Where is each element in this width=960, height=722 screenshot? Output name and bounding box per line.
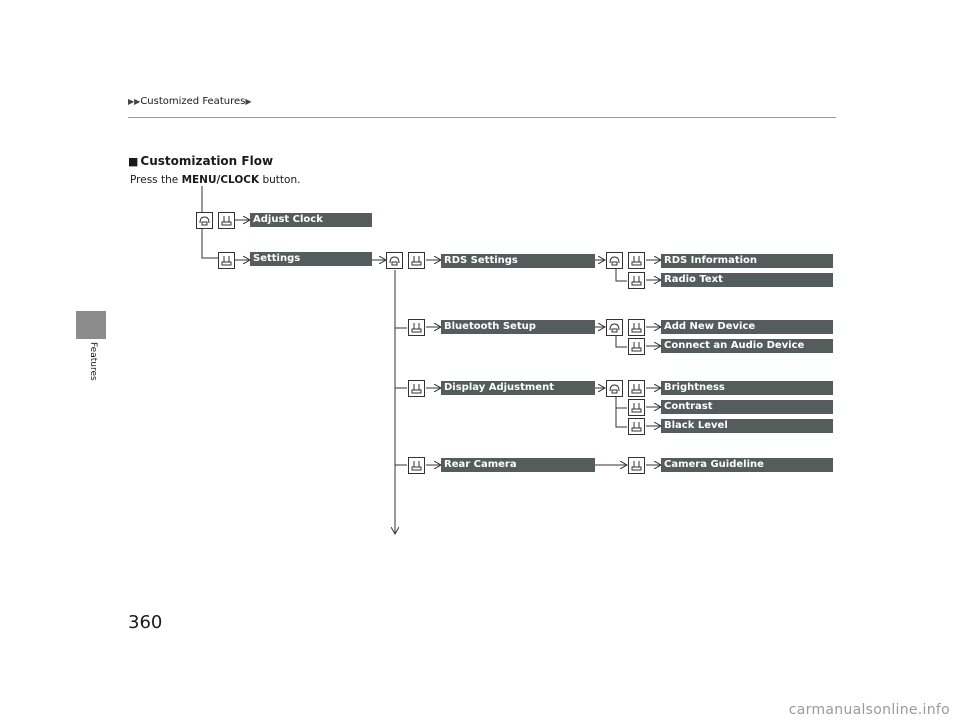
chapter-label: Features (88, 342, 98, 381)
breadcrumb-arrow-icon: ▶ (245, 97, 252, 106)
rotate-knob-icon (606, 319, 623, 336)
menu-rds-information: RDS Information (661, 254, 833, 268)
breadcrumb-item: Customized Features (140, 96, 246, 107)
menu-bluetooth-setup: Bluetooth Setup (441, 320, 595, 334)
menu-clock-button-name: MENU/CLOCK (181, 174, 260, 186)
menu-rear-camera: Rear Camera (441, 458, 595, 472)
menu-connect-audio-device: Connect an Audio Device (661, 339, 833, 353)
rotate-knob-icon (196, 212, 213, 229)
menu-add-new-device: Add New Device (661, 320, 833, 334)
menu-brightness: Brightness (661, 381, 833, 395)
menu-camera-guideline: Camera Guideline (661, 458, 833, 472)
press-knob-icon (628, 272, 645, 289)
rotate-knob-icon (606, 252, 623, 269)
section-title: ■Customization Flow (128, 154, 274, 168)
breadcrumb: ▶▶Customized Features▶ (128, 96, 251, 107)
rotate-knob-icon (386, 252, 403, 269)
press-knob-icon (408, 457, 425, 474)
rotate-knob-icon (606, 380, 623, 397)
press-knob-icon (408, 252, 425, 269)
menu-adjust-clock: Adjust Clock (250, 213, 372, 227)
press-knob-icon (408, 380, 425, 397)
menu-display-adjustment: Display Adjustment (441, 381, 595, 395)
press-knob-icon (218, 212, 235, 229)
page-number: 360 (128, 612, 163, 633)
press-knob-icon (628, 338, 645, 355)
press-knob-icon (628, 319, 645, 336)
breadcrumb-arrow-icon: ▶▶ (128, 97, 141, 106)
menu-radio-text: Radio Text (661, 273, 833, 287)
press-knob-icon (408, 319, 425, 336)
press-knob-icon (628, 399, 645, 416)
press-knob-icon (628, 380, 645, 397)
instruction-text: Press the MENU/CLOCK button. (130, 174, 301, 186)
square-bullet-icon: ■ (128, 155, 139, 168)
press-knob-icon (628, 252, 645, 269)
header-rule (128, 117, 836, 118)
chapter-tab (76, 311, 106, 339)
press-knob-icon (628, 418, 645, 435)
watermark: carmanualsonline.info (788, 702, 950, 718)
menu-rds-settings: RDS Settings (441, 254, 595, 268)
press-knob-icon (628, 457, 645, 474)
menu-contrast: Contrast (661, 400, 833, 414)
menu-black-level: Black Level (661, 419, 833, 433)
menu-settings: Settings (250, 252, 372, 266)
press-knob-icon (218, 252, 235, 269)
